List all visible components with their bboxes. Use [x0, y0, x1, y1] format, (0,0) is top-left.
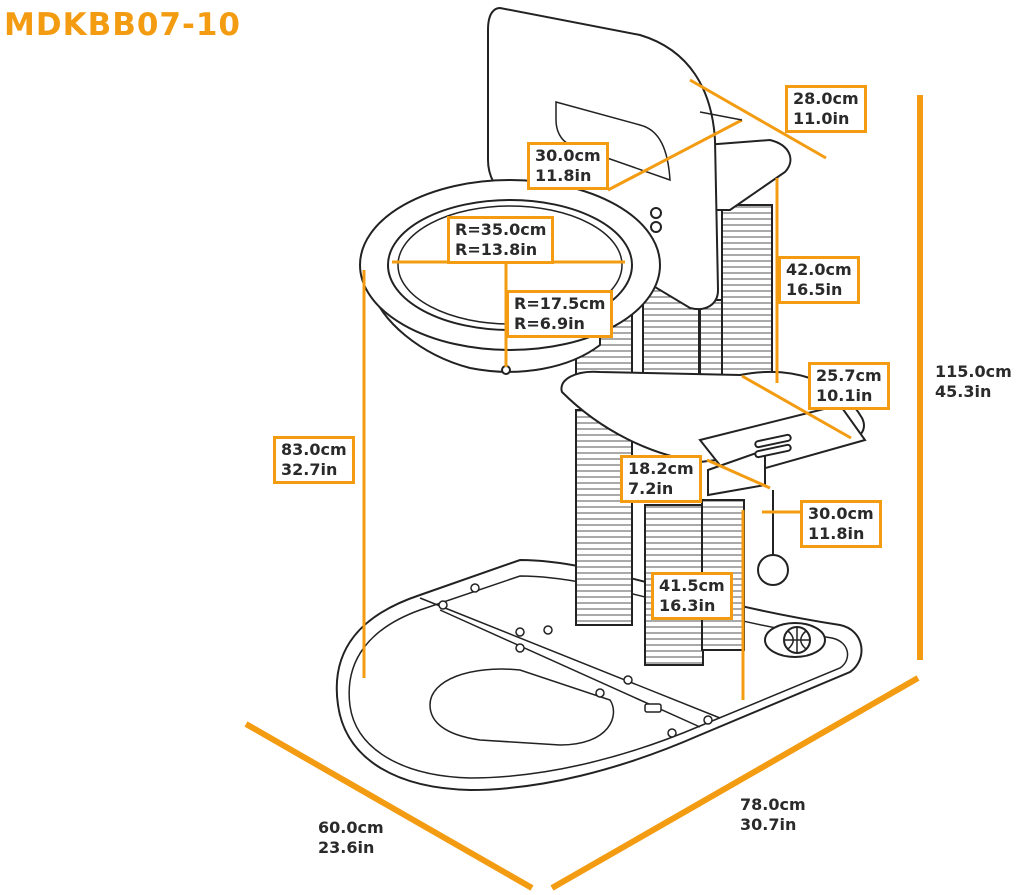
- dim-label-hoop-height: 83.0cm 32.7in: [273, 436, 355, 484]
- dim-line-backboard-depth: [689, 78, 827, 160]
- dim-cm: 60.0cm: [318, 818, 384, 837]
- dim-cm: 42.0cm: [786, 260, 852, 279]
- dimension-lines: [244, 78, 923, 891]
- dim-line-backboard-width: [607, 118, 743, 192]
- dim-in: R=13.8in: [455, 240, 538, 259]
- dim-line-base-width: [244, 721, 534, 891]
- hanging-ball-toy: [757, 490, 789, 586]
- dim-cm: 28.0cm: [793, 89, 859, 108]
- dim-in: 10.1in: [816, 386, 873, 405]
- basketball-icon: [764, 622, 826, 658]
- dim-line-backboard-width-tick: [699, 111, 743, 121]
- dim-label-base-width: 60.0cm 23.6in: [318, 818, 384, 858]
- dim-in: 23.6in: [318, 838, 375, 857]
- dim-in: R=6.9in: [514, 314, 585, 333]
- dim-cm: 30.0cm: [535, 146, 601, 165]
- dim-label-hoop-outer-radius: R=35.0cm R=13.8in: [447, 216, 555, 264]
- dim-line-base-length: [550, 675, 920, 891]
- dim-cm: 41.5cm: [659, 576, 725, 595]
- dim-in: 30.7in: [740, 815, 797, 834]
- dim-label-platform-depth: 25.7cm 10.1in: [808, 362, 890, 410]
- model-title: MDKBB07-10: [4, 7, 242, 43]
- dim-line-platform-depth: [741, 374, 852, 440]
- base-bolts: [438, 583, 713, 738]
- dim-label-lower-post-height: 41.5cm 16.3in: [651, 572, 733, 620]
- dim-label-base-length: 78.0cm 30.7in: [740, 795, 806, 835]
- dim-cm: 25.7cm: [816, 366, 882, 385]
- dim-in: 11.0in: [793, 109, 850, 128]
- dim-label-step-width: 18.2cm 7.2in: [620, 455, 702, 503]
- dim-in: 11.8in: [808, 524, 865, 543]
- dim-in: 45.3in: [935, 382, 992, 401]
- dim-cm: R=17.5cm: [514, 294, 606, 313]
- dim-label-backboard-depth: 28.0cm 11.0in: [785, 85, 867, 133]
- dim-in: 32.7in: [281, 460, 338, 479]
- dim-cm: 30.0cm: [808, 504, 874, 523]
- dim-cm: 18.2cm: [628, 459, 694, 478]
- dim-cm: 115.0cm: [935, 362, 1012, 381]
- dim-line-step-width: [706, 458, 771, 490]
- dim-label-backboard-width: 30.0cm 11.8in: [527, 142, 609, 190]
- dim-label-hoop-inner-radius: R=17.5cm R=6.9in: [506, 290, 614, 338]
- dim-label-upper-post-height: 42.0cm 16.5in: [778, 256, 860, 304]
- dim-in: 11.8in: [535, 166, 592, 185]
- dim-cm: 78.0cm: [740, 795, 806, 814]
- dim-cm: 83.0cm: [281, 440, 347, 459]
- dim-cm: R=35.0cm: [455, 220, 547, 239]
- dim-in: 16.3in: [659, 596, 716, 615]
- dim-in: 7.2in: [628, 479, 674, 498]
- dim-in: 16.5in: [786, 280, 843, 299]
- dim-label-total-height: 115.0cm 45.3in: [935, 362, 1012, 402]
- middle-platform: [560, 370, 867, 497]
- dim-label-ball-toy-length: 30.0cm 11.8in: [800, 500, 882, 548]
